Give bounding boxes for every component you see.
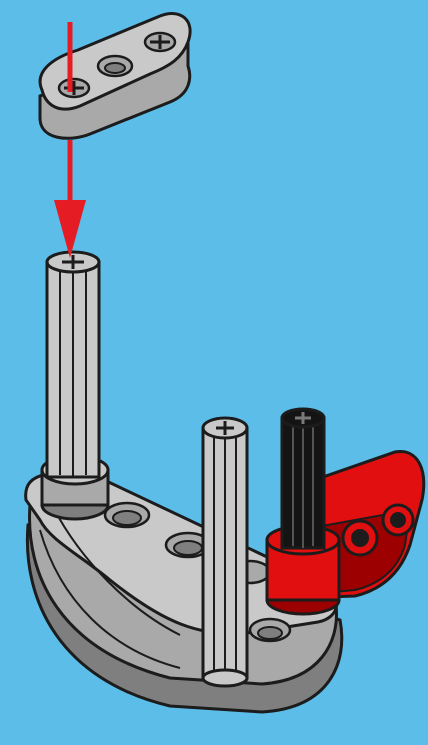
gray-axle-short xyxy=(203,418,247,686)
gray-axle-tall xyxy=(42,252,108,519)
black-axle-short xyxy=(282,409,324,548)
